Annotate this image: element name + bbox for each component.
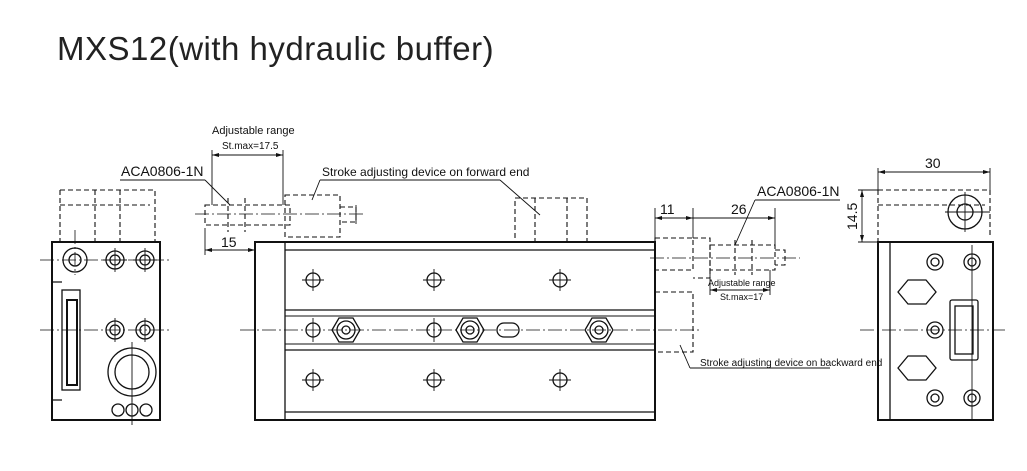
right-end-view [858,168,1005,421]
dim-30-label: 30 [925,155,941,171]
aca-left-label: ACA0806-1N [121,163,204,179]
adjustable-range-left-label: Adjustable range [212,125,295,137]
dim-15-label: 15 [221,234,237,250]
forward-end-adjuster [120,150,541,255]
forward-device-label: Stroke adjusting device on forward end [322,165,529,179]
main-body-view [240,197,700,421]
adjustable-range-right-label: Adjustable range [708,278,776,288]
dim-14-5-label: 14.5 [844,203,860,230]
aca-right-label: ACA0806-1N [757,183,840,199]
stmax-left-label: St.max=17.5 [222,141,279,152]
left-end-view [40,189,170,425]
backward-end-adjuster [650,199,840,369]
dim-11-label: 11 [660,201,675,217]
dim-26-label: 26 [731,201,747,217]
stmax-right-label: St.max=17 [720,292,763,302]
backward-device-label: Stroke adjusting device on backward end [700,358,882,369]
drawing-title: MXS12(with hydraulic buffer) [57,30,495,67]
